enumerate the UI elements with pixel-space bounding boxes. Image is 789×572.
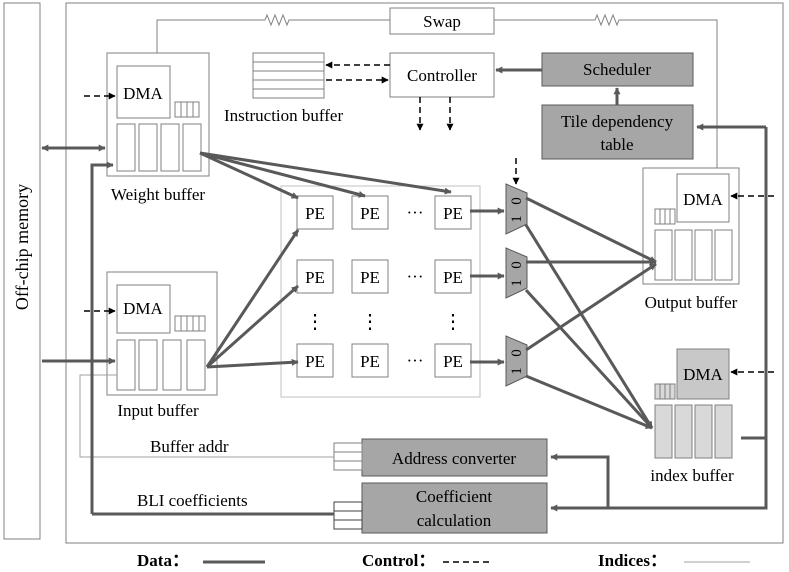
pe-vdots: ⋮ xyxy=(305,311,325,333)
index-dma-label: DMA xyxy=(683,365,723,384)
controller-box xyxy=(389,52,495,98)
mux-zero-label: 0 xyxy=(509,261,525,269)
mux xyxy=(505,247,528,299)
input-dma-box xyxy=(116,284,171,334)
pe-grid: PE PE PE ··· PE PE PE ··· PE PE PE ··· ⋮ ⋮ ⋮ xyxy=(296,195,472,378)
tile-dependency-label-line1: Tile dependency xyxy=(561,112,674,131)
weight-dma-label: DMA xyxy=(123,84,163,103)
legend: Data： Control： Indices： xyxy=(137,551,750,570)
input-small-cells xyxy=(174,315,206,332)
index-small-cells xyxy=(654,383,676,400)
address-converter-label: Address converter xyxy=(392,449,516,468)
off-chip-memory-panel xyxy=(3,2,41,540)
pe-label: PE xyxy=(443,268,463,287)
mux xyxy=(505,335,528,387)
mux-one-label: 1 xyxy=(509,279,525,287)
input-buffer-label: Input buffer xyxy=(117,401,199,420)
instruction-buffer-stack xyxy=(252,52,325,99)
pe-label: PE xyxy=(305,352,325,371)
weight-buffer-label: Weight buffer xyxy=(111,185,205,204)
pe-box xyxy=(351,195,389,230)
pe-vdots: ⋮ xyxy=(360,311,380,333)
pe-box xyxy=(296,259,334,294)
weight-small-cells xyxy=(174,101,200,118)
output-dma-label: DMA xyxy=(683,190,723,209)
index-dma-box xyxy=(676,348,730,400)
mux-one-label: 1 xyxy=(509,215,525,223)
pe-hdots: ··· xyxy=(407,203,424,222)
output-small-cells xyxy=(654,208,676,225)
data-lines xyxy=(41,66,768,516)
pe-box xyxy=(434,259,472,294)
index-buffer-label: index buffer xyxy=(650,466,734,485)
pe-label: PE xyxy=(305,204,325,223)
buffer-addr-label: Buffer addr xyxy=(150,437,229,456)
instruction-buffer-label: Instruction buffer xyxy=(224,106,343,125)
pe-label: PE xyxy=(360,352,380,371)
pe-label: PE xyxy=(443,204,463,223)
output-dma-box xyxy=(676,173,730,223)
control-lines xyxy=(84,61,774,376)
mux-one-label: 1 xyxy=(509,367,525,375)
pe-label: PE xyxy=(360,268,380,287)
legend-indices-label: Indices： xyxy=(598,551,667,570)
bli-coefficients-label: BLI coefficients xyxy=(137,491,248,510)
output-buffer-label: Output buffer xyxy=(645,293,738,312)
legend-data-label: Data： xyxy=(137,551,189,570)
pe-label: PE xyxy=(443,352,463,371)
accelerator-boundary xyxy=(65,2,784,544)
swap-label: Swap xyxy=(423,12,461,31)
pe-vdots: ⋮ xyxy=(443,311,463,333)
input-dma-label: DMA xyxy=(123,299,163,318)
weight-buffer-banks xyxy=(116,123,202,172)
scheduler-label: Scheduler xyxy=(583,60,651,79)
scheduler-box xyxy=(541,52,694,87)
mux-group: 1 0 1 0 1 0 xyxy=(505,183,528,387)
tile-dependency-label-line2: table xyxy=(600,135,633,154)
input-buffer-banks xyxy=(116,339,206,391)
pe-box xyxy=(434,195,472,230)
pe-hdots: ··· xyxy=(407,351,424,370)
swap-box xyxy=(389,7,495,35)
swap-wires xyxy=(156,13,718,168)
mux-zero-label: 0 xyxy=(509,197,525,205)
off-chip-memory-label: Off-chip memory xyxy=(12,184,32,310)
pe-hdots: ··· xyxy=(407,267,424,286)
output-buffer-banks xyxy=(654,229,733,281)
pe-box xyxy=(351,343,389,378)
pe-box xyxy=(296,195,334,230)
weight-dma-box xyxy=(116,65,171,119)
coefficient-label-line1: Coefficient xyxy=(416,487,492,506)
pe-box xyxy=(296,343,334,378)
legend-control-label: Control： xyxy=(362,551,435,570)
pe-box xyxy=(351,259,389,294)
index-buffer-banks xyxy=(654,404,733,459)
mux-zero-label: 0 xyxy=(509,349,525,357)
coefficient-label-line2: calculation xyxy=(417,511,492,530)
pe-label: PE xyxy=(305,268,325,287)
indices-lines xyxy=(79,374,334,458)
pe-label: PE xyxy=(360,204,380,223)
mux xyxy=(505,183,528,235)
coefficient-stack xyxy=(333,501,363,530)
controller-label: Controller xyxy=(407,66,477,85)
address-converter-stack xyxy=(333,442,363,471)
